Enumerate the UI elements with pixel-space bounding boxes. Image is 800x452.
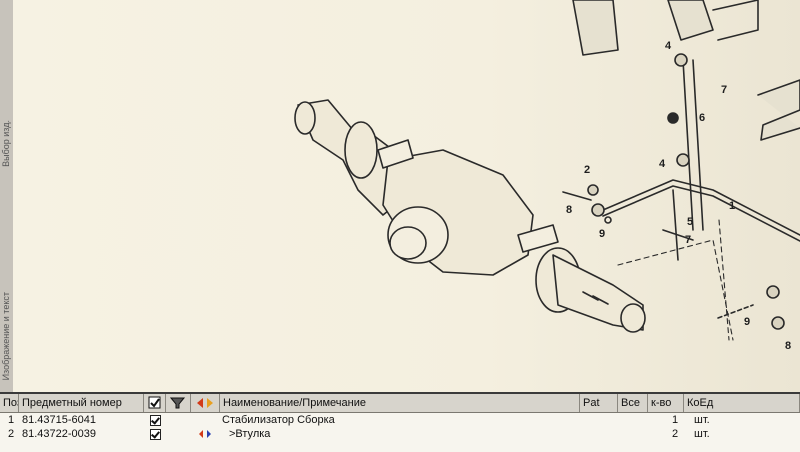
row-unit: шт. bbox=[694, 414, 710, 426]
table-row[interactable]: 2 81.43722-0039 >Втулка 2 шт. bbox=[0, 428, 800, 441]
callout-7-bottom: 7 bbox=[685, 234, 692, 246]
exploded-parts-drawing: 4 7 6 4 2 8 9 1 5 7 9 8 bbox=[13, 0, 800, 392]
row-pos: 2 bbox=[8, 428, 15, 440]
row-name: Стабилизатор Сборка bbox=[222, 414, 335, 426]
row-nav-arrows-icon[interactable] bbox=[198, 428, 212, 442]
callout-6: 6 bbox=[699, 112, 706, 124]
filter-icon[interactable] bbox=[166, 394, 191, 412]
row-check-icon[interactable] bbox=[150, 414, 161, 429]
callout-9-left: 9 bbox=[599, 228, 606, 240]
table-header: Поз. Предметный номер Наименование/Приме… bbox=[0, 394, 800, 413]
row-qty: 2 bbox=[672, 428, 679, 440]
row-part-number: 81.43722-0039 bbox=[22, 428, 97, 440]
callout-4-top: 4 bbox=[665, 40, 672, 52]
navigation-arrows-icon[interactable] bbox=[191, 394, 220, 412]
callout-7-top: 7 bbox=[721, 84, 728, 96]
row-qty: 1 bbox=[672, 414, 679, 426]
row-unit: шт. bbox=[694, 428, 710, 440]
axle-stabilizer-diagram bbox=[294, 0, 800, 341]
row-pos: 1 bbox=[8, 414, 15, 426]
callout-4-mid: 4 bbox=[659, 158, 666, 170]
col-header-unit[interactable]: КоЕд bbox=[684, 394, 800, 412]
callout-9-right: 9 bbox=[744, 316, 751, 328]
callout-1: 1 bbox=[729, 200, 736, 212]
callout-2-left: 2 bbox=[584, 164, 591, 176]
row-part-number: 81.43715-6041 bbox=[22, 414, 97, 426]
callout-5: 5 bbox=[687, 216, 694, 228]
row-name: >Втулка bbox=[229, 428, 271, 440]
col-header-pos[interactable]: Поз. bbox=[0, 394, 19, 412]
col-header-part-number[interactable]: Предметный номер bbox=[19, 394, 144, 412]
col-header-name[interactable]: Наименование/Примечание bbox=[220, 394, 580, 412]
callout-8-right: 8 bbox=[785, 340, 792, 352]
col-header-all[interactable]: Все bbox=[618, 394, 648, 412]
tab-part-selection[interactable]: Выбор изд. bbox=[1, 120, 11, 167]
tab-image-and-text[interactable]: Изображение и текст bbox=[1, 292, 11, 381]
callout-8-left: 8 bbox=[566, 204, 573, 216]
left-panel-strip: Выбор изд. Изображение и текст bbox=[0, 0, 14, 392]
parts-list-table: Поз. Предметный номер Наименование/Приме… bbox=[0, 392, 800, 452]
row-check-icon[interactable] bbox=[150, 428, 161, 443]
col-header-pat[interactable]: Pat bbox=[580, 394, 618, 412]
col-header-qty[interactable]: к-во bbox=[648, 394, 684, 412]
table-row[interactable]: 1 81.43715-6041 Стабилизатор Сборка 1 шт… bbox=[0, 414, 800, 427]
checklist-icon[interactable] bbox=[144, 394, 166, 412]
